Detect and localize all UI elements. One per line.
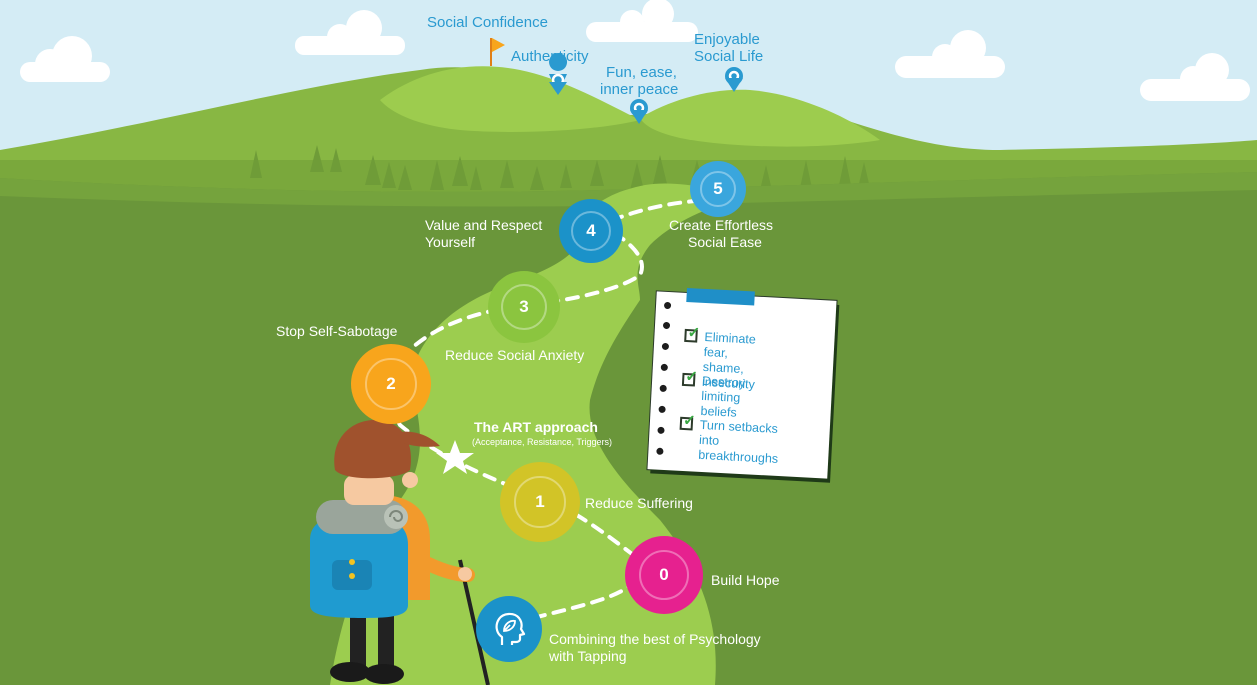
peak-label-fun-line2: inner peace — [600, 81, 678, 98]
step-bubble-3: 3 — [488, 271, 560, 343]
step-label-0: Build Hope — [711, 572, 780, 589]
step-label-3: Reduce Social Anxiety — [445, 347, 584, 364]
checklist-item-line1: Turn setbacks into — [699, 418, 780, 452]
step-label-1: Reduce Suffering — [585, 495, 693, 512]
step-number: 3 — [501, 284, 547, 330]
step-label-5-line2: Social Ease — [688, 234, 762, 251]
peak-label-enjoyable-line1: Enjoyable — [694, 31, 760, 48]
peak-label-enjoyable-line2: Social Life — [694, 48, 763, 65]
step-number: 0 — [639, 550, 689, 600]
checklist-item-line2: breakthroughs — [698, 448, 779, 467]
step-number: 2 — [365, 358, 416, 409]
note-hole — [664, 302, 671, 309]
note-hole — [663, 322, 670, 329]
checkbox-icon: ✓ — [684, 329, 698, 343]
step-number: 5 — [700, 171, 736, 207]
flag-icon — [491, 38, 505, 66]
step-bubble-4: 4 — [559, 199, 623, 263]
peak-label-fun-line1: Fun, ease, — [606, 64, 677, 81]
step-label-4-line1: Value and Respect — [425, 217, 542, 234]
peak-label-authenticity: Authenticity — [511, 48, 589, 65]
step-label-2: Stop Self-Sabotage — [276, 323, 397, 340]
checklist-item-line1: Eliminate fear, — [703, 330, 757, 363]
start-label-line1: Combining the best of Psychology — [549, 631, 761, 648]
step-label-5-line1: Create Effortless — [669, 217, 773, 234]
start-bubble — [476, 596, 542, 662]
note-hole — [658, 406, 665, 413]
art-title: The ART approach — [474, 419, 598, 436]
checkbox-icon: ✓ — [680, 417, 694, 431]
note-hole — [661, 364, 668, 371]
art-subtitle: (Acceptance, Resistance, Triggers) — [472, 437, 612, 448]
note-hole — [660, 385, 667, 392]
checklist-item-line1: Destroy limiting — [701, 374, 746, 406]
step-label-4-line2: Yourself — [425, 234, 475, 251]
step-bubble-1: 1 — [500, 462, 580, 542]
peak-label-social-confidence: Social Confidence — [427, 14, 548, 31]
note-hole — [662, 343, 669, 350]
head-leaf-icon — [492, 611, 526, 647]
note-tape — [686, 288, 755, 306]
step-bubble-5: 5 — [690, 161, 746, 217]
location-pin-icon — [725, 67, 743, 92]
step-number: 1 — [514, 476, 565, 527]
step-bubble-0: 0 — [625, 536, 703, 614]
note-hole — [657, 427, 664, 434]
checkbox-icon: ✓ — [682, 373, 696, 387]
note-hole — [656, 448, 663, 455]
step-bubble-2: 2 — [351, 344, 431, 424]
step-number: 4 — [571, 211, 612, 252]
checklist-note: ✓ Eliminate fear,shame, insecurity ✓ Des… — [647, 291, 836, 478]
start-label-line2: with Tapping — [549, 648, 627, 665]
